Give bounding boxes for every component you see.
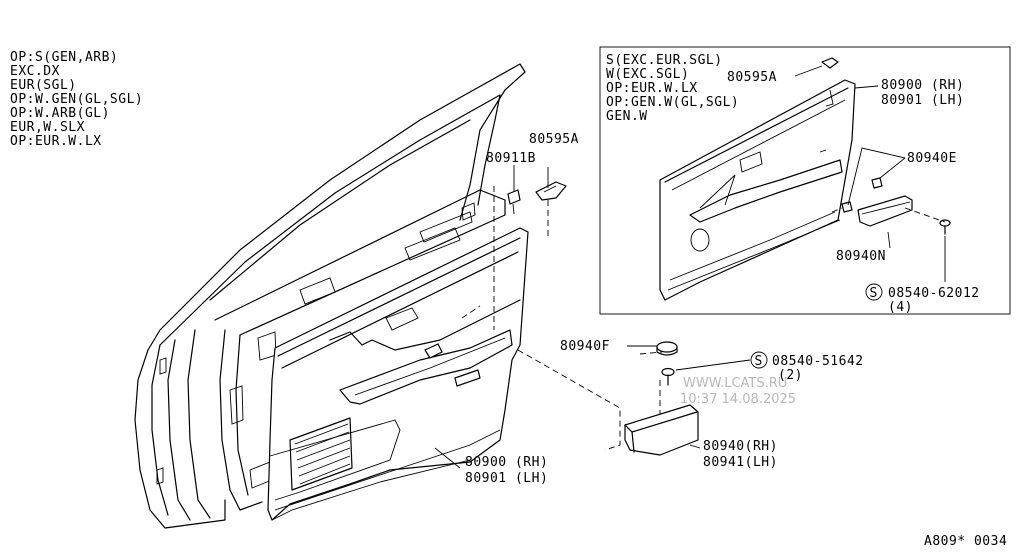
screw-symbol: S [870,286,878,301]
screw-08540-51642 [661,367,675,386]
inset-label-screw: 08540-62012 [888,286,980,301]
screw-symbol-main: S [750,351,768,369]
label-armrest-lh: 80941(LH) [703,455,778,470]
inset-screw [939,219,951,235]
condition-note: OP:W.GEN(GL,SGL) [10,92,143,107]
condition-note: OP:W.ARB(GL) [10,106,110,121]
inset-label-screw-qty: (4) [888,300,913,315]
label-screw-main: 08540-51642 [772,354,864,369]
leader-lines-main [434,165,751,469]
armrest-80940 [624,404,699,456]
label-panel-rh: 80900 (RH) [465,455,548,470]
inset-label-panel-rh: 80900 (RH) [881,78,964,93]
inset-clip-80940e [841,177,883,213]
inset-label-80595a: 80595A [727,70,777,85]
inset-condition: W(EXC.SGL) [606,67,689,82]
leader-dashed [517,349,621,451]
inset-condition: OP:EUR.W.LX [606,81,698,96]
inset-condition: OP:GEN.W(GL,SGL) [606,95,739,110]
inset-label-panel-lh: 80901 (LH) [881,93,964,108]
inset-label-80940n: 80940N [836,249,886,264]
label-80911b: 80911B [486,151,536,166]
condition-note: OP:EUR.W.LX [10,134,102,149]
label-armrest-rh: 80940(RH) [703,439,778,454]
label-80595a: 80595A [529,132,579,147]
inset-pad-80595a [821,57,839,69]
label-panel-lh: 80901 (LH) [465,471,548,486]
door-trim-panel [267,227,529,521]
clip-80911b [507,189,521,215]
condition-note: EUR(SGL) [10,78,77,93]
leader-dashed [639,351,663,355]
cap-80940f [656,341,678,356]
condition-note: OP:S(GEN,ARB) [10,50,118,65]
screw-symbol: S [755,354,763,369]
door-frame [134,63,526,529]
watermark-timestamp: 10:37 14.08.2025 [680,392,796,407]
inset-label-80940e: 80940E [907,151,957,166]
label-80940f: 80940F [560,339,610,354]
watermark-site: WWW.LCATS.RU [683,376,787,391]
label-screw-qty-main: (2) [778,368,803,383]
leader-dashed [461,305,481,319]
inset-condition: GEN.W [606,109,648,124]
inset-box: S(EXC.EUR.SGL) W(EXC.SGL) OP:EUR.W.LX OP… [599,46,1011,315]
inset-door-panel [659,79,856,301]
inset-condition: S(EXC.EUR.SGL) [606,53,723,68]
diagram-code: A809* 0034 [924,534,1007,549]
condition-note: EUR,W.SLX [10,120,85,135]
pad-80595a [535,181,567,201]
inset-armrest-80940n [857,195,913,227]
condition-note: EXC.DX [10,64,60,79]
screw-symbol-inset: S [865,283,883,301]
condition-notes: OP:S(GEN,ARB) EXC.DX EUR(SGL) OP:W.GEN(G… [10,50,143,149]
